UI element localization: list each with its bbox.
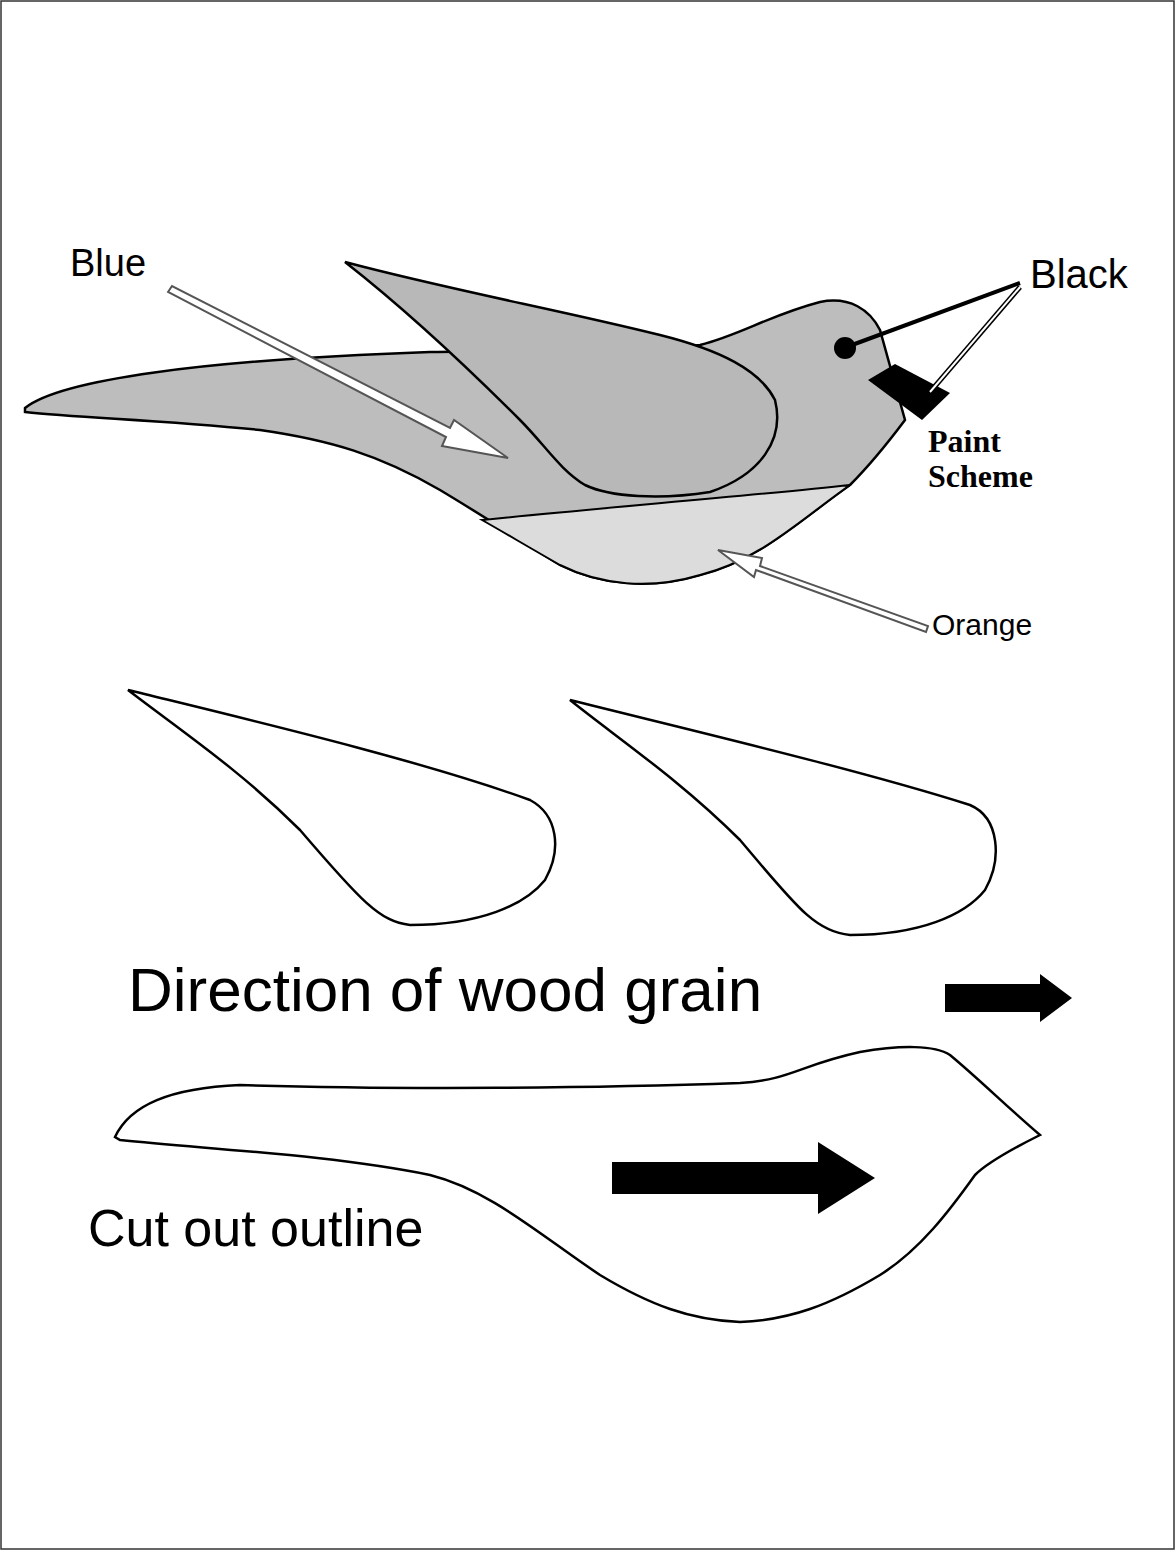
note-label: Direction of wood grain bbox=[128, 956, 762, 1024]
eye-dot bbox=[834, 337, 856, 359]
color-label: Orange bbox=[932, 608, 1032, 641]
belly-region bbox=[482, 485, 850, 584]
beak bbox=[868, 364, 950, 420]
wing-template bbox=[570, 700, 996, 935]
leader-arrow bbox=[718, 550, 928, 632]
color-label: Black bbox=[1030, 252, 1128, 296]
title-label: Paint Scheme bbox=[928, 424, 1108, 494]
grain-arrow bbox=[945, 974, 1072, 1022]
bird-wing bbox=[345, 262, 777, 496]
leader-line bbox=[930, 287, 1020, 392]
leader-arrow bbox=[168, 286, 508, 458]
leader-line bbox=[930, 287, 1020, 392]
wing-template bbox=[128, 690, 555, 925]
note-label: Cut out outline bbox=[88, 1200, 423, 1257]
grain-arrow bbox=[612, 1142, 875, 1214]
color-label: Blue bbox=[70, 243, 146, 285]
body-cut-outline bbox=[115, 1047, 1040, 1322]
